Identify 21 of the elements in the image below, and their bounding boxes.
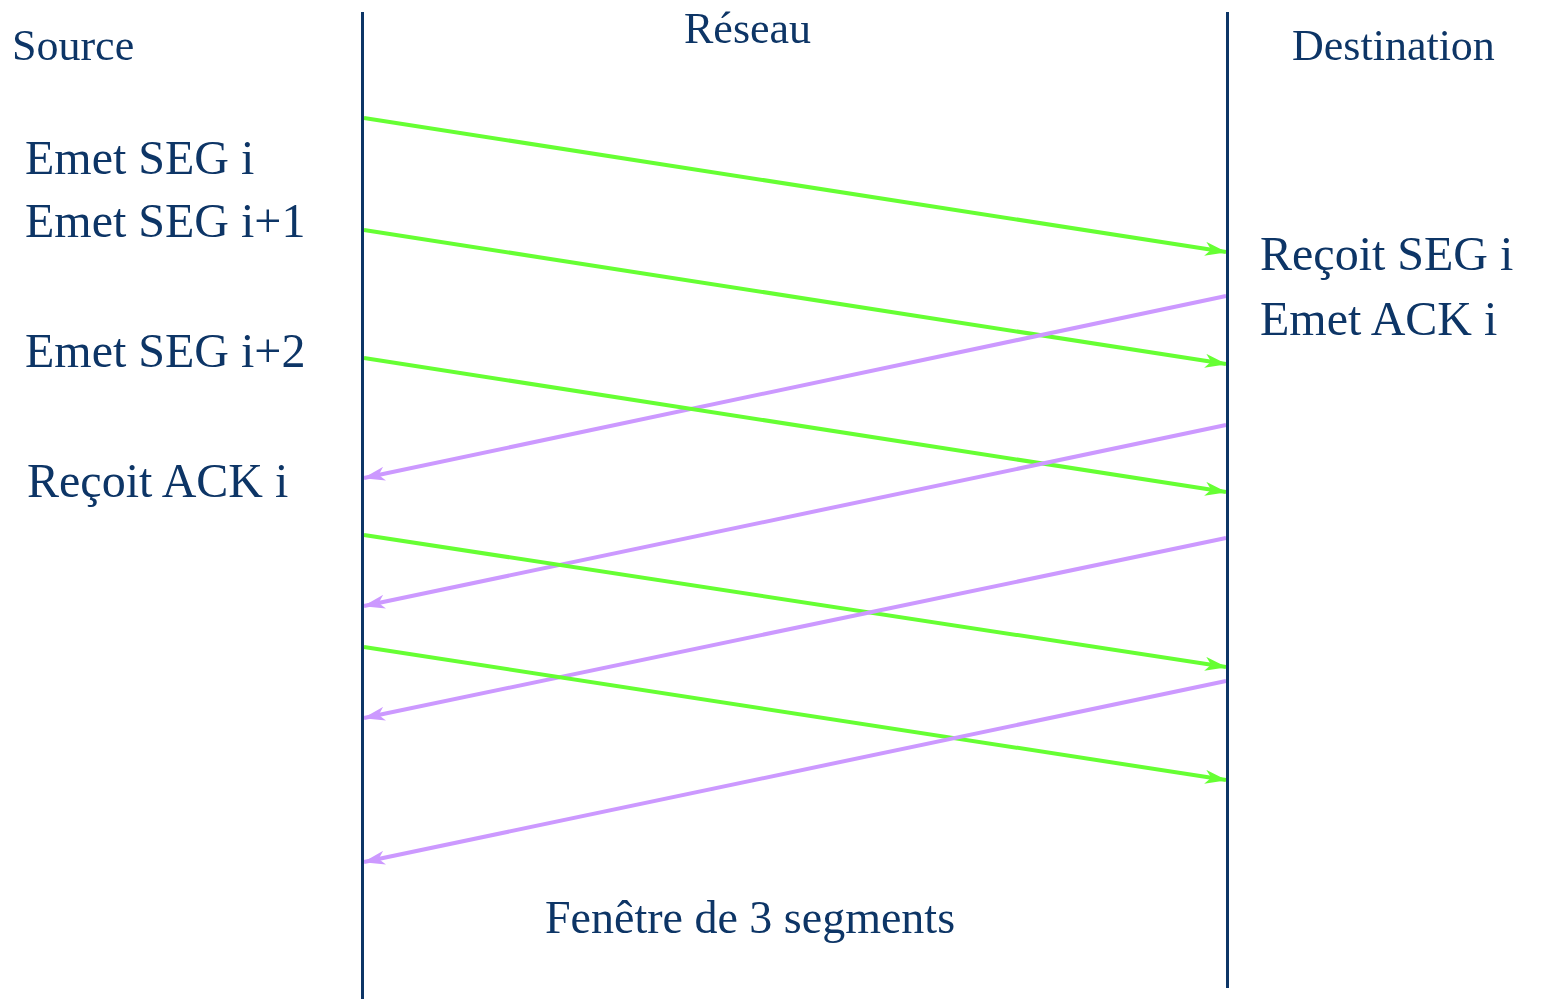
arrow — [363, 679, 1227, 865]
lifeline — [361, 12, 364, 999]
text-label: Emet ACK i — [1260, 291, 1498, 347]
lifeline — [1226, 12, 1229, 988]
arrow — [363, 228, 1227, 368]
text-label: Fenêtre de 3 segments — [545, 891, 956, 945]
arrow — [363, 294, 1227, 481]
arrow — [363, 533, 1227, 671]
text-label: Destination — [1292, 20, 1495, 72]
text-label: Source — [12, 20, 135, 72]
text-label: Reçoit SEG i — [1260, 226, 1514, 282]
text-label: Emet SEG i+2 — [25, 323, 306, 379]
text-label: Emet SEG i — [25, 130, 255, 186]
text-label: Réseau — [684, 3, 812, 55]
arrow — [363, 536, 1227, 721]
arrow — [363, 645, 1227, 784]
text-label: Emet SEG i+1 — [25, 193, 306, 249]
arrow — [363, 116, 1227, 256]
text-label: Reçoit ACK i — [27, 453, 289, 509]
arrow — [363, 356, 1227, 496]
arrow — [363, 423, 1227, 609]
